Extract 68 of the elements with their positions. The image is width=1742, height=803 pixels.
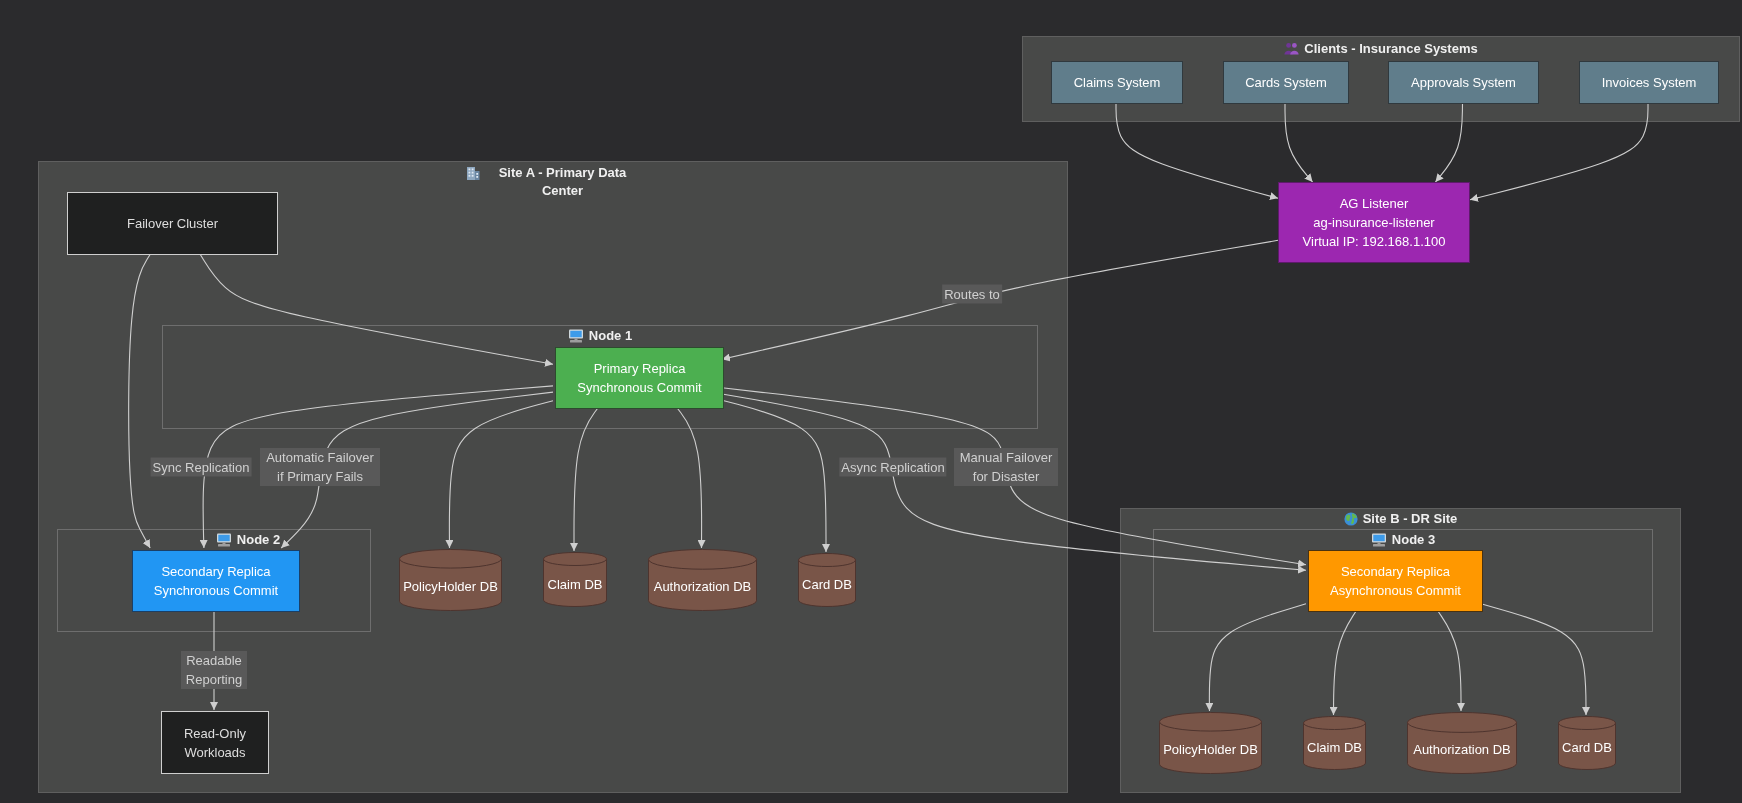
node-label: Authorization DB [1413, 741, 1511, 759]
edge-label: Manual Failover for Disaster [954, 448, 1058, 486]
node-label: Card DB [1562, 739, 1612, 757]
edge-label: Automatic Failover if Primary Fails [260, 448, 380, 486]
node-label: Card DB [802, 576, 852, 594]
group-title: Clients - Insurance Systems [1304, 40, 1478, 58]
arrow [1436, 609, 1465, 712]
server-node-group [162, 325, 1038, 429]
server-node-group [1153, 529, 1653, 632]
replica-box [1308, 550, 1483, 612]
replica-box [555, 347, 724, 409]
arrow [199, 385, 554, 549]
client-group-panel [1022, 36, 1740, 122]
node-label: Claims System [1073, 74, 1161, 92]
node-label: Claim DB [547, 575, 603, 593]
site-panel [1120, 508, 1681, 793]
node-label: Claim DB [1307, 739, 1362, 757]
node-label: Authorization DB [653, 578, 752, 596]
node-label: Primary Replica [593, 360, 686, 378]
arrow [1434, 102, 1464, 183]
node-label: Synchronous Commit [577, 379, 702, 397]
listener-box [1278, 182, 1470, 263]
node-label: ag-insurance-listener [1313, 214, 1435, 232]
node-label: Invoices System [1601, 74, 1697, 92]
arrow [445, 400, 554, 549]
arrow [721, 239, 1279, 362]
replica-box [132, 550, 300, 612]
group-title: Site A - Primary Data Center [497, 164, 628, 200]
node-label: Secondary Replica [161, 563, 271, 581]
cluster-box [67, 192, 278, 255]
arrow [128, 253, 151, 549]
system-box [1051, 61, 1183, 104]
arrow [1329, 609, 1358, 716]
server-node-group [57, 529, 371, 632]
edge-label: Routes to [942, 284, 1002, 304]
node-label: Cards System [1245, 74, 1327, 92]
arrow [721, 399, 830, 553]
node-label: Secondary Replica [1340, 563, 1451, 581]
arrow [570, 406, 600, 552]
edge-label: Sync Replication [150, 457, 252, 477]
node-label: Approvals System [1411, 74, 1516, 92]
edge-label: Async Replication [839, 457, 947, 477]
group-title: Node 1 [588, 327, 633, 345]
node-label: Synchronous Commit [153, 582, 279, 600]
system-box [1388, 61, 1539, 104]
arrow [1284, 102, 1314, 183]
workload-box [161, 711, 269, 774]
node-label: Virtual IP: 192.168.1.100 [1302, 233, 1446, 251]
edge-label: Readable Reporting [181, 651, 247, 689]
node-label: AG Listener [1339, 195, 1409, 213]
group-title: Node 3 [1391, 531, 1436, 549]
arrow [1115, 102, 1279, 200]
arrow [199, 253, 554, 367]
arrow [1205, 603, 1307, 712]
system-box [1223, 61, 1349, 104]
node-label: PolicyHolder DB [1163, 740, 1258, 758]
system-box [1579, 61, 1719, 104]
arrow [1480, 603, 1590, 716]
site-panel [38, 161, 1068, 793]
node-label: Failover Cluster [127, 215, 218, 233]
arrow [1469, 102, 1649, 202]
node-label: Asynchronous Commit [1330, 582, 1461, 600]
group-title: Node 2 [236, 531, 281, 549]
arrow [675, 406, 706, 549]
node-label: Read-Only Workloads [182, 724, 248, 762]
group-title: Site B - DR Site [1362, 510, 1458, 528]
arrow [280, 391, 554, 549]
node-label: PolicyHolder DB [403, 577, 498, 595]
